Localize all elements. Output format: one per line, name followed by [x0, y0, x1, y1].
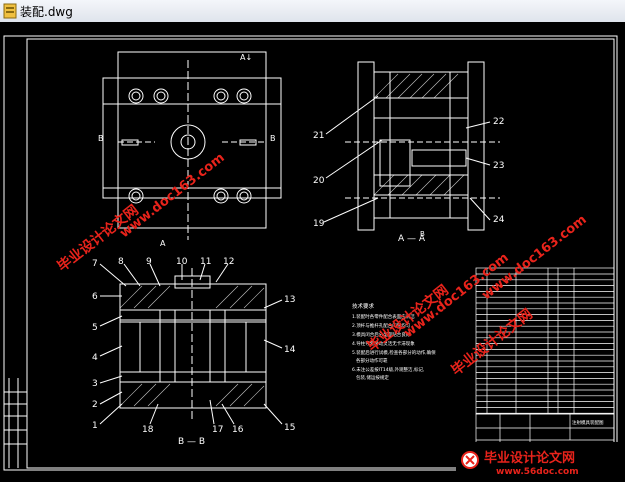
leader-1: 1: [92, 421, 98, 431]
watermark-group-3: 毕业设计论文网 www.doc163.com: [448, 212, 590, 379]
mark-a-bottom: A: [160, 239, 166, 248]
leader-8: 8: [118, 257, 124, 267]
leader-3: 3: [92, 379, 98, 389]
leader-18: 18: [142, 425, 154, 435]
title-block-name: 注射模具装配图: [572, 419, 604, 426]
leader-22: 22: [493, 117, 504, 127]
mark-b-right: B: [270, 134, 276, 143]
side-view-callouts: [323, 95, 491, 223]
tech-line-6: 各部分动作可靠: [356, 357, 388, 364]
leader-9: 9: [146, 257, 152, 267]
window-title: 装配.dwg: [20, 5, 73, 19]
section-aa-label: A — A: [398, 234, 426, 244]
top-label: A↓: [240, 53, 252, 62]
leader-21: 21: [313, 131, 324, 141]
leader-17: 17: [212, 425, 223, 435]
tech-line-3: 3.模具闭合后分型面贴合良好: [352, 331, 411, 338]
drawing-canvas[interactable]: A↓ B B A 21 20 19 22 23 24 A — A: [0, 22, 625, 478]
section-bb-view: [119, 268, 267, 420]
dwg-file-icon: [3, 3, 17, 19]
tech-line-2: 2.顶杆与推杆孔配合间隙均匀: [352, 322, 411, 329]
tech-line-8: 包装,储运按规定: [356, 374, 389, 381]
leader-24: 24: [493, 215, 505, 225]
leader-19: 19: [313, 219, 325, 229]
logo-text: 毕业设计论文网: [484, 450, 575, 466]
section-bb-label: B — B: [178, 437, 205, 447]
logo-url: www.56doc.com: [496, 467, 579, 477]
site-logo: 毕业设计论文网 www.56doc.com: [456, 442, 620, 478]
mark-b-left: B: [98, 134, 104, 143]
section-bb-callouts: [99, 263, 283, 425]
leader-15: 15: [284, 423, 295, 433]
leader-23: 23: [493, 161, 504, 171]
tech-line-7: 6.未注公差按IT14级,外观整洁,标记,: [352, 366, 424, 373]
tech-title: 技术要求: [352, 302, 375, 310]
leader-7: 7: [92, 259, 98, 269]
binding-strip: [4, 378, 27, 468]
mark-b-top: B: [420, 230, 425, 238]
leader-12: 12: [223, 257, 234, 267]
leader-2: 2: [92, 400, 98, 410]
cad-drawing: A↓ B B A 21 20 19 22 23 24 A — A: [3, 35, 620, 478]
sheet-border: [3, 35, 618, 471]
tech-line-1: 1.装配时各零件配合表面应清洁: [352, 313, 415, 320]
tech-requirements: 技术要求 1.装配时各零件配合表面应清洁 2.顶杆与推杆孔配合间隙均匀 3.模具…: [352, 302, 436, 381]
leader-6: 6: [92, 292, 98, 302]
leader-11: 11: [200, 257, 211, 267]
leader-4: 4: [92, 353, 98, 363]
section-bb-hatching: [119, 285, 265, 407]
leader-14: 14: [284, 345, 296, 355]
leader-5: 5: [92, 323, 98, 333]
window-titlebar: 装配.dwg: [0, 0, 625, 23]
leader-10: 10: [176, 257, 188, 267]
leader-13: 13: [284, 295, 295, 305]
leader-16: 16: [232, 425, 244, 435]
tech-line-5: 5.装配后进行试模,检查各部分的动作,确保: [352, 349, 436, 356]
top-view: [102, 51, 282, 240]
side-view-hatching: [373, 73, 465, 196]
tech-line-4: 4.导柱导套滑动灵活无卡滞现象: [352, 340, 415, 347]
parts-list: [475, 267, 615, 415]
watermark-cn-3: 毕业设计论文网: [448, 305, 536, 379]
sheet-inner-border: [26, 38, 615, 469]
leader-20: 20: [313, 176, 325, 186]
